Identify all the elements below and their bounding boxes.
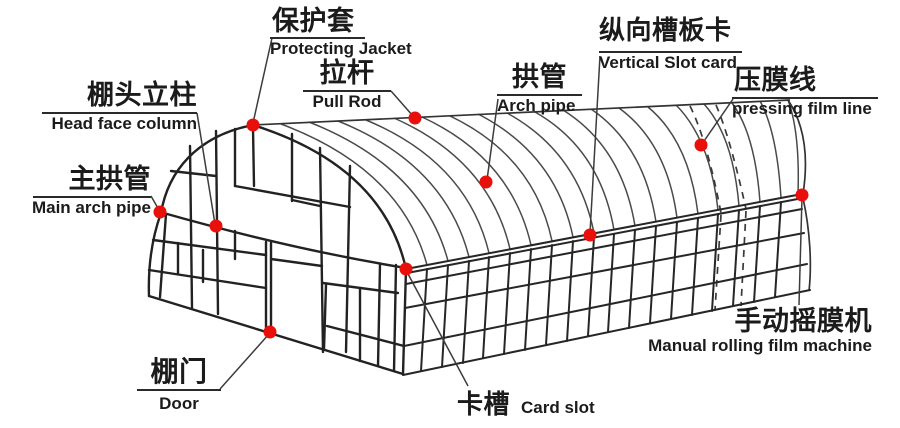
label-main-arch-pipe-en: Main arch pipe xyxy=(31,198,151,218)
label-pull-rod-en: Pull Rod xyxy=(312,92,382,112)
label-head-face-column-zh: 棚头立柱 xyxy=(42,81,197,115)
dot-card-slot xyxy=(399,262,413,276)
label-door: 棚门 Door xyxy=(137,356,221,414)
label-card-slot-zh: 卡槽 xyxy=(457,390,511,420)
leader-vertical-slot-card xyxy=(589,55,601,234)
label-head-face-column-en: Head face column xyxy=(51,114,198,134)
dot-vertical-slot-card xyxy=(583,228,597,242)
label-protecting-jacket-zh: 保护套 xyxy=(270,7,365,40)
leader-arch-pipe xyxy=(486,98,499,181)
label-card-slot-en: Card slot xyxy=(521,398,595,417)
label-vertical-slot-card-en: Vertical Slot card xyxy=(599,53,737,73)
leader-manual-rolling-film-machine xyxy=(798,196,803,306)
leader-pressing-film-line xyxy=(701,98,734,145)
dot-door xyxy=(263,325,277,339)
label-door-en: Door xyxy=(159,394,199,414)
label-main-arch-pipe-zh: 主拱管 xyxy=(33,165,151,199)
front-face-framing xyxy=(147,123,408,376)
marker-dots xyxy=(153,111,809,339)
label-main-arch-pipe: 主拱管 Main arch pipe xyxy=(31,165,151,218)
dot-pressing-film-line xyxy=(694,138,708,152)
dot-pull-rod xyxy=(408,111,422,125)
label-arch-pipe-zh: 拱管 xyxy=(497,63,582,97)
label-card-slot: 卡槽 Card slot xyxy=(457,391,595,419)
leader-lines xyxy=(150,37,803,390)
label-arch-pipe: 拱管 Arch pipe xyxy=(497,63,582,116)
leader-protecting-jacket xyxy=(252,37,273,124)
label-pull-rod: 拉杆 Pull Rod xyxy=(303,59,391,112)
far-end-outline xyxy=(787,99,812,292)
side-wall-grid xyxy=(402,201,811,376)
label-manual-rolling-film-machine: 手动摇膜机 Manual rolling film machine xyxy=(648,307,872,356)
label-arch-pipe-en: Arch pipe xyxy=(497,96,576,116)
roof-arch-ribs xyxy=(280,99,800,266)
dot-arch-pipe xyxy=(479,175,493,189)
label-pressing-film-line-zh: 压膜线 xyxy=(732,66,878,100)
dot-manual-rolling-film-machine xyxy=(795,188,809,202)
dot-head-face-column xyxy=(209,219,223,233)
label-pull-rod-zh: 拉杆 xyxy=(303,59,391,93)
label-protecting-jacket-en: Protecting Jacket xyxy=(270,39,412,59)
label-vertical-slot-card: 纵向槽板卡 Vertical Slot card xyxy=(599,17,742,72)
leader-door xyxy=(219,333,270,390)
label-vertical-slot-card-zh: 纵向槽板卡 xyxy=(599,17,742,54)
label-door-zh: 棚门 xyxy=(137,356,221,392)
pressing-film-dashed-lines xyxy=(689,104,747,311)
leader-head-face-column xyxy=(196,112,216,225)
ridge-pull-rod-line xyxy=(252,99,791,126)
label-manual-rolling-film-machine-zh: 手动摇膜机 xyxy=(734,306,872,337)
label-head-face-column: 棚头立柱 Head face column xyxy=(42,81,197,134)
leader-card-slot xyxy=(406,271,469,387)
label-protecting-jacket: 保护套 Protecting Jacket xyxy=(270,7,412,59)
label-pressing-film-line: 压膜线 pressing film line xyxy=(732,66,878,119)
label-pressing-film-line-en: pressing film line xyxy=(732,99,872,119)
label-manual-rolling-film-machine-en: Manual rolling film machine xyxy=(648,336,872,356)
dot-protecting-jacket xyxy=(246,118,260,132)
dot-main-arch-pipe xyxy=(153,205,167,219)
eave-slot-channel xyxy=(405,193,804,274)
leader-pull-rod xyxy=(390,90,414,117)
